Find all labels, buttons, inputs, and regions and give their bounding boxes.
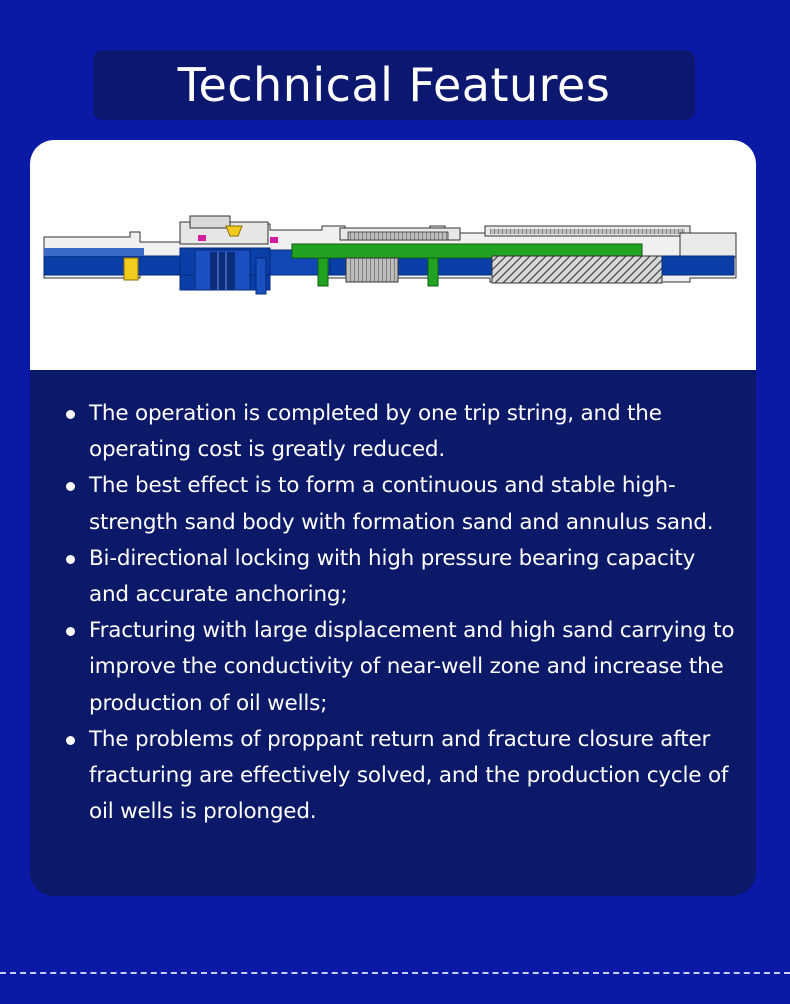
feature-text: The operation is completed by one trip s… bbox=[89, 401, 662, 463]
list-item: Bi-directional locking with high pressur… bbox=[66, 541, 736, 613]
list-item: Fracturing with large displacement and h… bbox=[66, 613, 736, 722]
bullet-icon bbox=[66, 482, 75, 492]
list-item: The best effect is to form a continuous … bbox=[66, 468, 736, 540]
feature-text: The best effect is to form a continuous … bbox=[89, 473, 714, 535]
features-card: The operation is completed by one trip s… bbox=[30, 140, 756, 896]
list-item: The operation is completed by one trip s… bbox=[66, 396, 736, 468]
feature-text: Fracturing with large displacement and h… bbox=[89, 618, 735, 716]
bullet-icon bbox=[66, 554, 75, 564]
list-item: The problems of proppant return and frac… bbox=[66, 722, 736, 831]
feature-text: The problems of proppant return and frac… bbox=[89, 726, 729, 825]
bullet-icon bbox=[66, 627, 75, 637]
features-list: The operation is completed by one trip s… bbox=[66, 396, 736, 830]
product-image-area bbox=[30, 140, 756, 370]
bullet-icon bbox=[66, 410, 75, 419]
sand-control-fracturing-tool-icon bbox=[43, 215, 737, 295]
page-title: Technical Features bbox=[177, 58, 611, 112]
feature-text: Bi-directional locking with high pressur… bbox=[89, 545, 696, 608]
bullet-icon bbox=[66, 735, 75, 745]
title-banner: Technical Features bbox=[93, 50, 695, 120]
dashed-divider bbox=[0, 972, 790, 974]
